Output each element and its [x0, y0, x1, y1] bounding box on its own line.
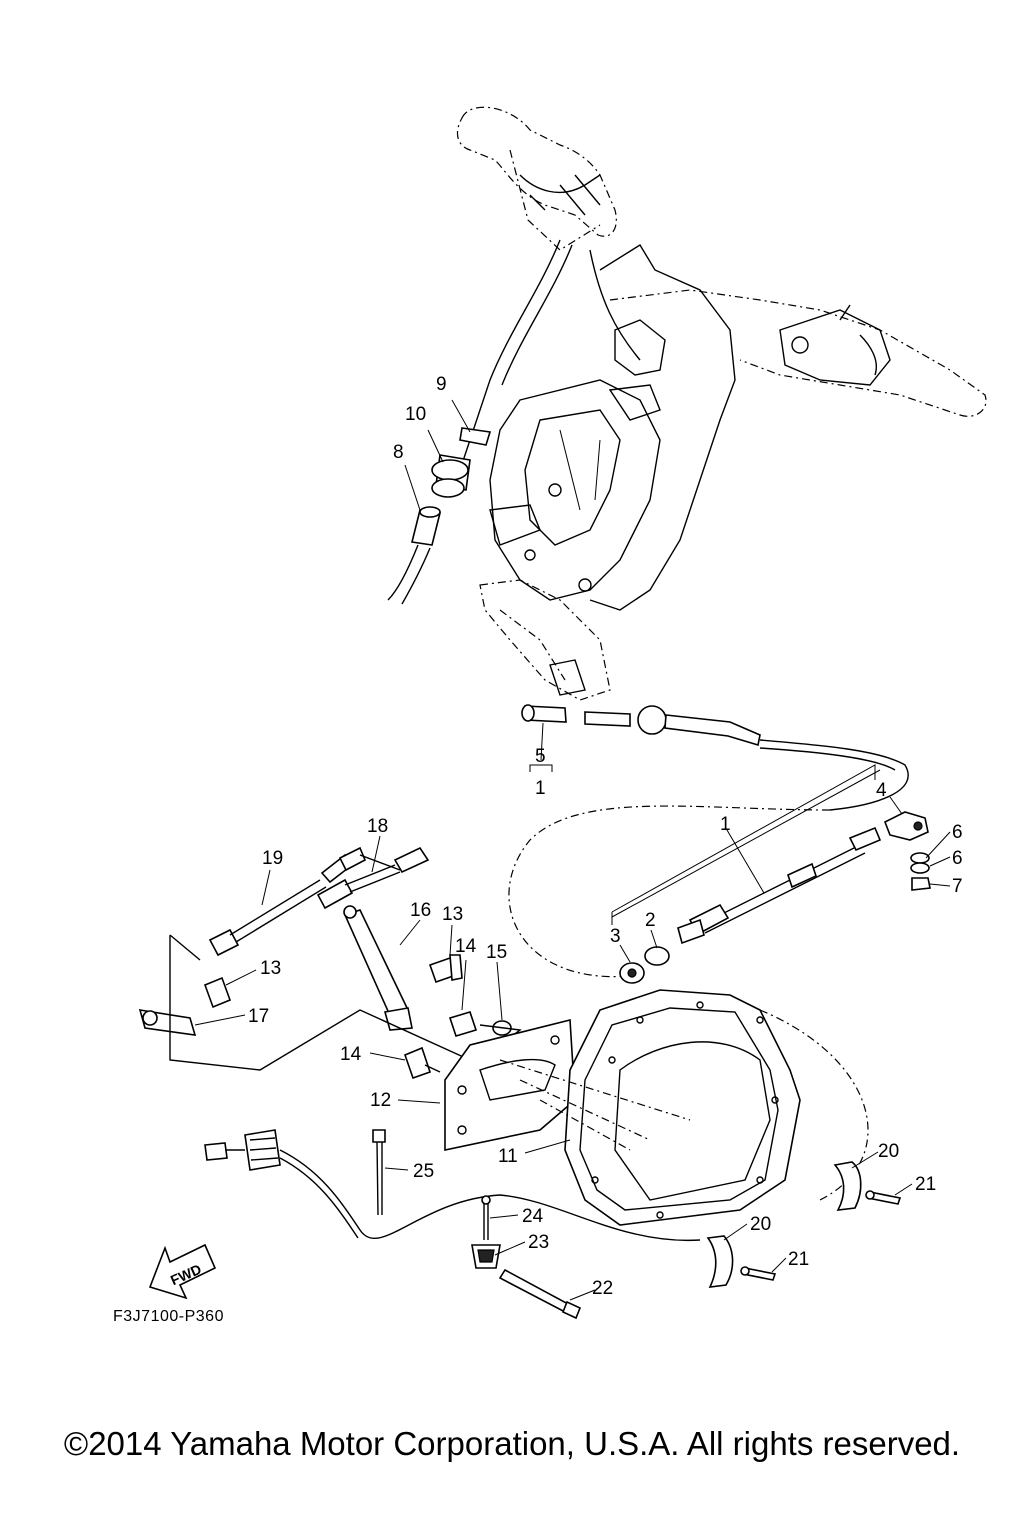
copyright-notice: ©2014 Yamaha Motor Corporation, U.S.A. A… [63, 1425, 961, 1462]
callout-1-lower: 1 [720, 814, 731, 835]
callout-23: 23 [528, 1232, 549, 1253]
electrical-box [499, 989, 869, 1226]
callout-20-upper: 20 [878, 1141, 899, 1162]
callout-7: 7 [952, 876, 963, 897]
callout-4: 4 [876, 780, 887, 801]
callout-17: 17 [248, 1006, 269, 1027]
callout-11: 11 [498, 1146, 518, 1167]
callout-3: 3 [610, 926, 621, 947]
callout-14-lower: 14 [340, 1044, 362, 1065]
callout-20-lower: 20 [750, 1214, 771, 1235]
callout-18: 18 [367, 816, 388, 837]
callout-13-lower: 13 [260, 958, 281, 979]
sensor-rods [208, 846, 430, 957]
ties-and-clips [372, 1129, 582, 1320]
throttle-cable-lower [619, 811, 931, 984]
callout-19: 19 [262, 848, 283, 869]
handlebar-assembly [456, 106, 987, 701]
leader-lines [194, 399, 951, 1301]
callout-21-lower: 21 [788, 1249, 809, 1270]
callout-24: 24 [522, 1206, 544, 1227]
wiring-harness [204, 1129, 701, 1242]
callout-6-lower: 6 [952, 848, 963, 869]
callout-10: 10 [405, 404, 426, 425]
callout-labels: 9 10 8 5 1 4 1 6 6 7 2 3 18 19 16 13 14 … [248, 374, 963, 1299]
diagram-code: F3J7100-P360 [113, 1308, 224, 1325]
callout-15: 15 [486, 942, 507, 963]
throttle-cable-upper [521, 704, 909, 811]
bracket-plate [403, 1018, 576, 1151]
clamps [706, 1161, 902, 1288]
callout-13-upper: 13 [442, 904, 463, 925]
callout-16: 16 [410, 900, 431, 921]
cable-grommet-group [387, 427, 492, 605]
fwd-arrow-icon: FWD [148, 1243, 217, 1300]
callout-9: 9 [436, 374, 447, 395]
callout-12: 12 [370, 1090, 391, 1111]
callout-1-upper: 1 [535, 778, 546, 799]
callout-2: 2 [645, 910, 656, 931]
callout-8: 8 [393, 442, 404, 463]
parts-diagram: FWD 9 1 [138, 106, 987, 1320]
callout-22: 22 [592, 1278, 613, 1299]
callout-25: 25 [413, 1161, 434, 1182]
callout-6-upper: 6 [952, 822, 963, 843]
callout-21-upper: 21 [915, 1174, 936, 1195]
cable-route-loop [508, 805, 831, 978]
lever-and-fasteners [138, 905, 541, 1071]
callout-5: 5 [535, 746, 546, 767]
callout-14-upper: 14 [455, 936, 477, 957]
